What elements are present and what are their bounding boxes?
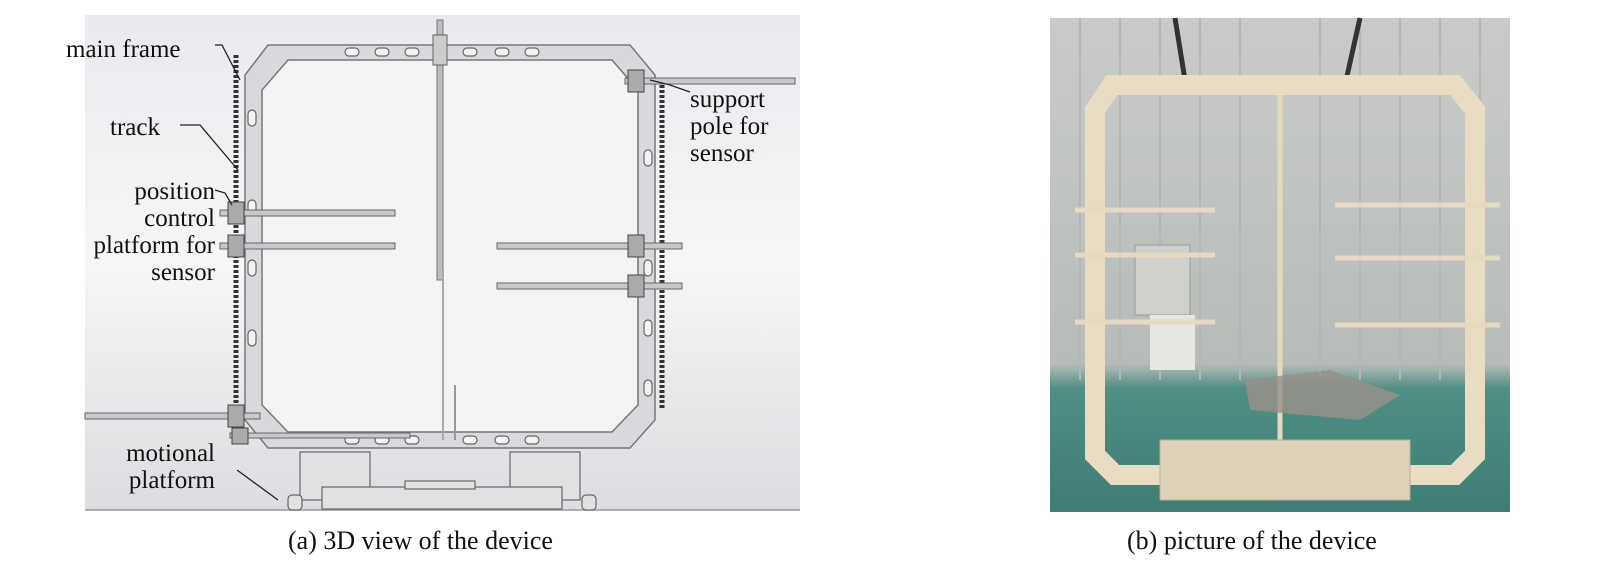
caption-b: (b) picture of the device: [1127, 526, 1377, 555]
device-photo: [1050, 17, 1510, 512]
label-position-control-platform: position control platform for sensor: [93, 178, 215, 286]
label-motional-platform: motional platform: [126, 440, 215, 494]
motional-platform: [287, 451, 597, 511]
cad-view: [84, 15, 800, 511]
label-support-pole: support pole for sensor: [690, 86, 769, 167]
label-track: track: [110, 114, 160, 141]
label-main-frame: main frame: [66, 36, 181, 63]
caption-a: (a) 3D view of the device: [288, 526, 553, 555]
